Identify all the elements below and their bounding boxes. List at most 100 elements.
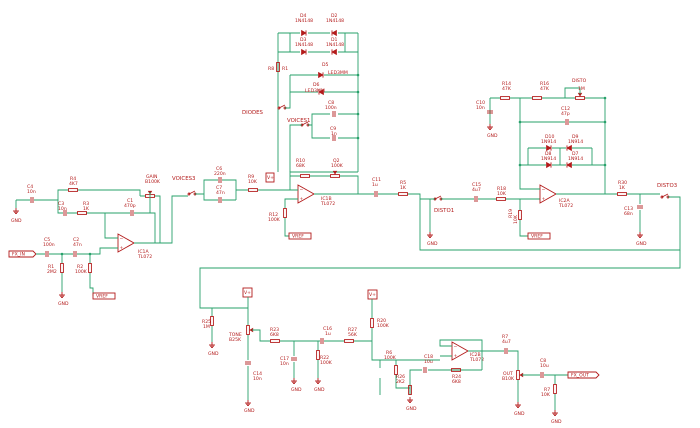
c18-val: 10u <box>424 359 433 365</box>
opamp-ic1a <box>117 233 135 253</box>
cap-c16 <box>320 337 324 345</box>
disto-val: 1M <box>578 86 585 92</box>
res-r23 <box>270 339 280 343</box>
diode-d4 <box>301 29 307 37</box>
d7-val: 1N914 <box>568 156 583 162</box>
r5-ref: R5 <box>400 180 406 186</box>
tone-val: B25K <box>229 337 242 343</box>
r7o-ref: R7 <box>544 387 550 393</box>
r26-val: 2K2 <box>396 379 405 385</box>
res-r30 <box>617 192 627 196</box>
cap-c4 <box>30 196 34 204</box>
ic1a-ref: IC1A <box>138 249 149 255</box>
gain-val: B100K <box>145 179 161 185</box>
voices3-label: VOICES3 <box>172 176 195 182</box>
gain-ref: GAIN <box>146 174 158 180</box>
pot-out <box>516 370 524 380</box>
c8o-val: 10u <box>540 363 549 369</box>
c13-val: 68n <box>624 211 633 217</box>
c6-ref: C6 <box>216 166 222 172</box>
res-r20 <box>370 318 374 328</box>
res-r2 <box>88 263 92 273</box>
cap-c15 <box>474 195 478 203</box>
ic2b-val: TL072 <box>469 357 484 363</box>
r27-val: 56K <box>348 332 358 338</box>
d1-val: 1N4148 <box>326 42 344 48</box>
c9-ref: C9 <box>330 126 336 132</box>
res-r18 <box>496 197 506 201</box>
voices-stage: VOICES3 C6 220n C7 47n R9 10K V+ IC1B TL… <box>172 13 370 240</box>
res-r19 <box>518 210 522 220</box>
res-r3 <box>77 211 87 215</box>
vref-tag-3 <box>527 232 551 240</box>
c2-val: 47n <box>73 242 82 248</box>
r25-val: 1M <box>203 324 210 330</box>
r1-ref: R1 <box>48 264 54 270</box>
gnd-out-label: GND <box>514 411 525 417</box>
c5-val: 100n <box>43 242 55 248</box>
c15-val: 4u7 <box>472 187 481 193</box>
diode-d9 <box>566 144 572 152</box>
cap-r7 <box>504 347 508 355</box>
r24-ref: R24 <box>452 374 461 380</box>
res-r10 <box>300 174 310 178</box>
d6-ref: D6 <box>313 82 320 88</box>
c15-ref: C15 <box>472 182 481 188</box>
cap-c12 <box>565 118 569 126</box>
fx-out-port <box>567 371 600 379</box>
d5-ref: D5 <box>322 62 329 68</box>
r5-val: 1K <box>400 185 407 191</box>
switch-disto3 <box>660 193 670 199</box>
tone-output-stage: R25 1M GND V+ TONE B25K C14 10n GND R23 … <box>199 250 681 425</box>
r22-ref: R22 <box>320 355 329 361</box>
diode-d3 <box>301 48 307 56</box>
gnd-r22-label: GND <box>314 387 325 393</box>
cap-c8-out <box>540 371 544 379</box>
r2-ref: R2 <box>77 264 83 270</box>
res-r27 <box>344 339 354 343</box>
d3-val: 1N4148 <box>295 42 313 48</box>
r8-ref: R8 <box>268 66 274 72</box>
r4-val: 4K7 <box>69 181 78 187</box>
d5-val: LED3MM <box>328 70 348 76</box>
vref-label-3: VREF <box>531 234 543 240</box>
res-r16 <box>532 96 542 100</box>
r1-val: 2M2 <box>47 269 57 275</box>
cap-c5 <box>45 250 49 258</box>
cap-c13 <box>636 205 644 209</box>
q2-val: 100K <box>331 163 344 169</box>
c11-ref: C11 <box>372 177 381 183</box>
vplus-tag-3 <box>367 289 378 300</box>
gnd-r7-label: GND <box>551 419 562 425</box>
r26-ref: R26 <box>396 374 405 380</box>
gnd-c14-label: GND <box>244 408 255 414</box>
cap-c6 <box>218 176 222 184</box>
res-r6 <box>394 365 398 375</box>
vref-tag-2 <box>288 232 312 240</box>
vref-tag-1 <box>92 292 116 300</box>
cap-c2 <box>73 250 77 258</box>
r9-val: 10K <box>248 179 258 185</box>
vplus-label-2: V+ <box>244 290 251 296</box>
cap-c8 <box>332 110 336 118</box>
vplus-label-3: V+ <box>369 292 376 298</box>
ic2a-val: TL072 <box>558 203 573 209</box>
c17-val: 10n <box>280 361 289 367</box>
r9-ref: R9 <box>248 174 254 180</box>
gnd-r1-label: GND <box>58 301 69 307</box>
res-r1 <box>60 263 64 273</box>
d1-ref: D1 <box>331 37 338 43</box>
cap-c1 <box>130 209 134 217</box>
diode-d2 <box>331 29 337 37</box>
ic1b-val: TL072 <box>320 201 335 207</box>
r19-val: 10K <box>513 214 519 224</box>
q2-ref: Q2 <box>333 158 340 164</box>
r25-ref: R25 <box>202 319 211 325</box>
d4-ref: D4 <box>300 13 307 19</box>
c3-ref: C3 <box>58 201 64 207</box>
gnd-c13-label: GND <box>636 241 647 247</box>
r7-val: 4u7 <box>502 339 511 345</box>
c1-ref: C1 <box>127 198 133 204</box>
ic2a-ref: IC2A <box>559 198 570 204</box>
c14-val: 10n <box>253 376 262 382</box>
